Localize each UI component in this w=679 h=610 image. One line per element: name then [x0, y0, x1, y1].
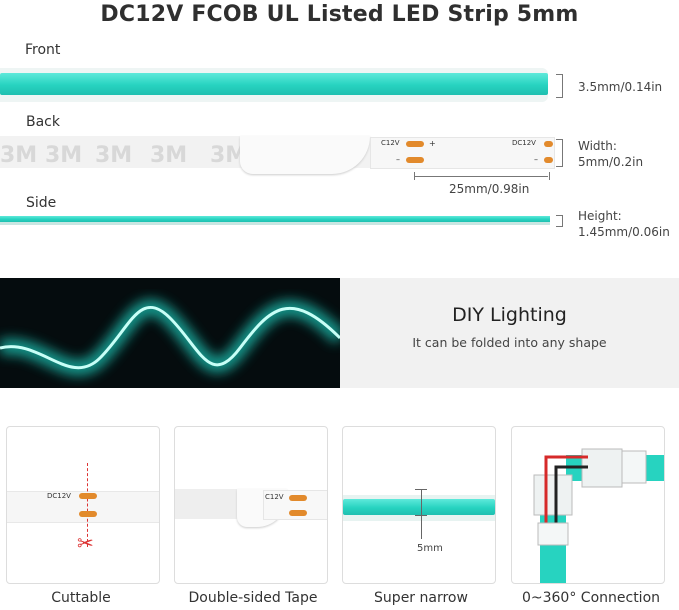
cut-pad-minus — [79, 511, 97, 517]
front-strip — [0, 73, 548, 95]
front-label: Front — [25, 42, 61, 58]
thickness-dimension: 3.5mm/0.14in — [578, 80, 663, 94]
narrow-strip — [343, 499, 495, 515]
plus-mark-1: + — [429, 139, 436, 148]
svg-text:3M: 3M — [0, 143, 37, 168]
tape-pad-plus — [289, 495, 307, 501]
page-title: DC12V FCOB UL Listed LED Strip 5mm — [100, 2, 579, 27]
cut-pad-plus — [79, 493, 97, 499]
height-bracket — [556, 215, 563, 227]
solder-pad-minus-1 — [406, 157, 424, 163]
solder-pad-plus-1 — [406, 141, 424, 147]
tape-pad-minus — [289, 510, 307, 516]
diy-panel — [340, 278, 679, 388]
cut-length-dimension: 25mm/0.98in — [449, 182, 530, 196]
minus-mark-1: – — [396, 155, 400, 164]
diy-photo — [0, 278, 340, 388]
feature-card-cuttable: DC12V ✂ — [6, 426, 160, 584]
solder-pad-plus-2 — [544, 141, 553, 147]
diy-subtext: It can be folded into any shape — [412, 335, 607, 350]
caption-connection: 0~360° Connection — [521, 590, 661, 606]
narrow-measure-line — [421, 489, 422, 539]
width-label: Width: — [578, 139, 617, 153]
width-dimension: 5mm/0.2in — [578, 155, 644, 169]
side-label: Side — [26, 195, 57, 211]
svg-text:3M: 3M — [45, 143, 82, 168]
back-strip-pcb — [370, 137, 555, 169]
side-strip — [0, 216, 550, 222]
glowing-strip-illustration — [0, 299, 340, 376]
caption-narrow: Super narrow — [374, 590, 468, 606]
svg-text:3M: 3M — [150, 143, 187, 168]
width-bracket — [556, 139, 563, 167]
narrow-measure-tick-top — [415, 489, 427, 490]
scissors-icon: ✂ — [77, 531, 94, 555]
solder-pad-minus-2 — [544, 157, 553, 163]
tape-voltage-mark: C12V — [265, 493, 284, 501]
diy-heading: DIY Lighting — [452, 304, 567, 326]
height-dimension: 1.45mm/0.06in — [578, 225, 670, 239]
cut-length-line — [414, 176, 548, 177]
strip-voltage-mark: C12V — [381, 139, 400, 147]
caption-tape: Double-sided Tape — [188, 590, 318, 606]
narrow-measure-tick-bottom — [415, 515, 427, 516]
side-strip-base — [0, 222, 550, 225]
l-connector-illustration — [533, 448, 664, 583]
cut-voltage-mark: DC12V — [47, 492, 71, 500]
svg-text:3M: 3M — [95, 143, 132, 168]
caption-cuttable: Cuttable — [51, 590, 111, 606]
minus-mark-2: – — [534, 155, 538, 164]
feature-card-tape: C12V — [174, 426, 328, 584]
tape-peel — [240, 136, 370, 174]
narrow-measure: 5mm — [417, 543, 443, 554]
height-label: Height: — [578, 209, 622, 223]
back-label: Back — [26, 114, 60, 130]
strip-voltage-mark-2: DC12V — [512, 139, 536, 147]
cut-line — [87, 463, 88, 547]
feature-card-connection — [511, 426, 665, 584]
thickness-bracket — [556, 74, 563, 98]
feature-card-narrow: 5mm — [342, 426, 496, 584]
